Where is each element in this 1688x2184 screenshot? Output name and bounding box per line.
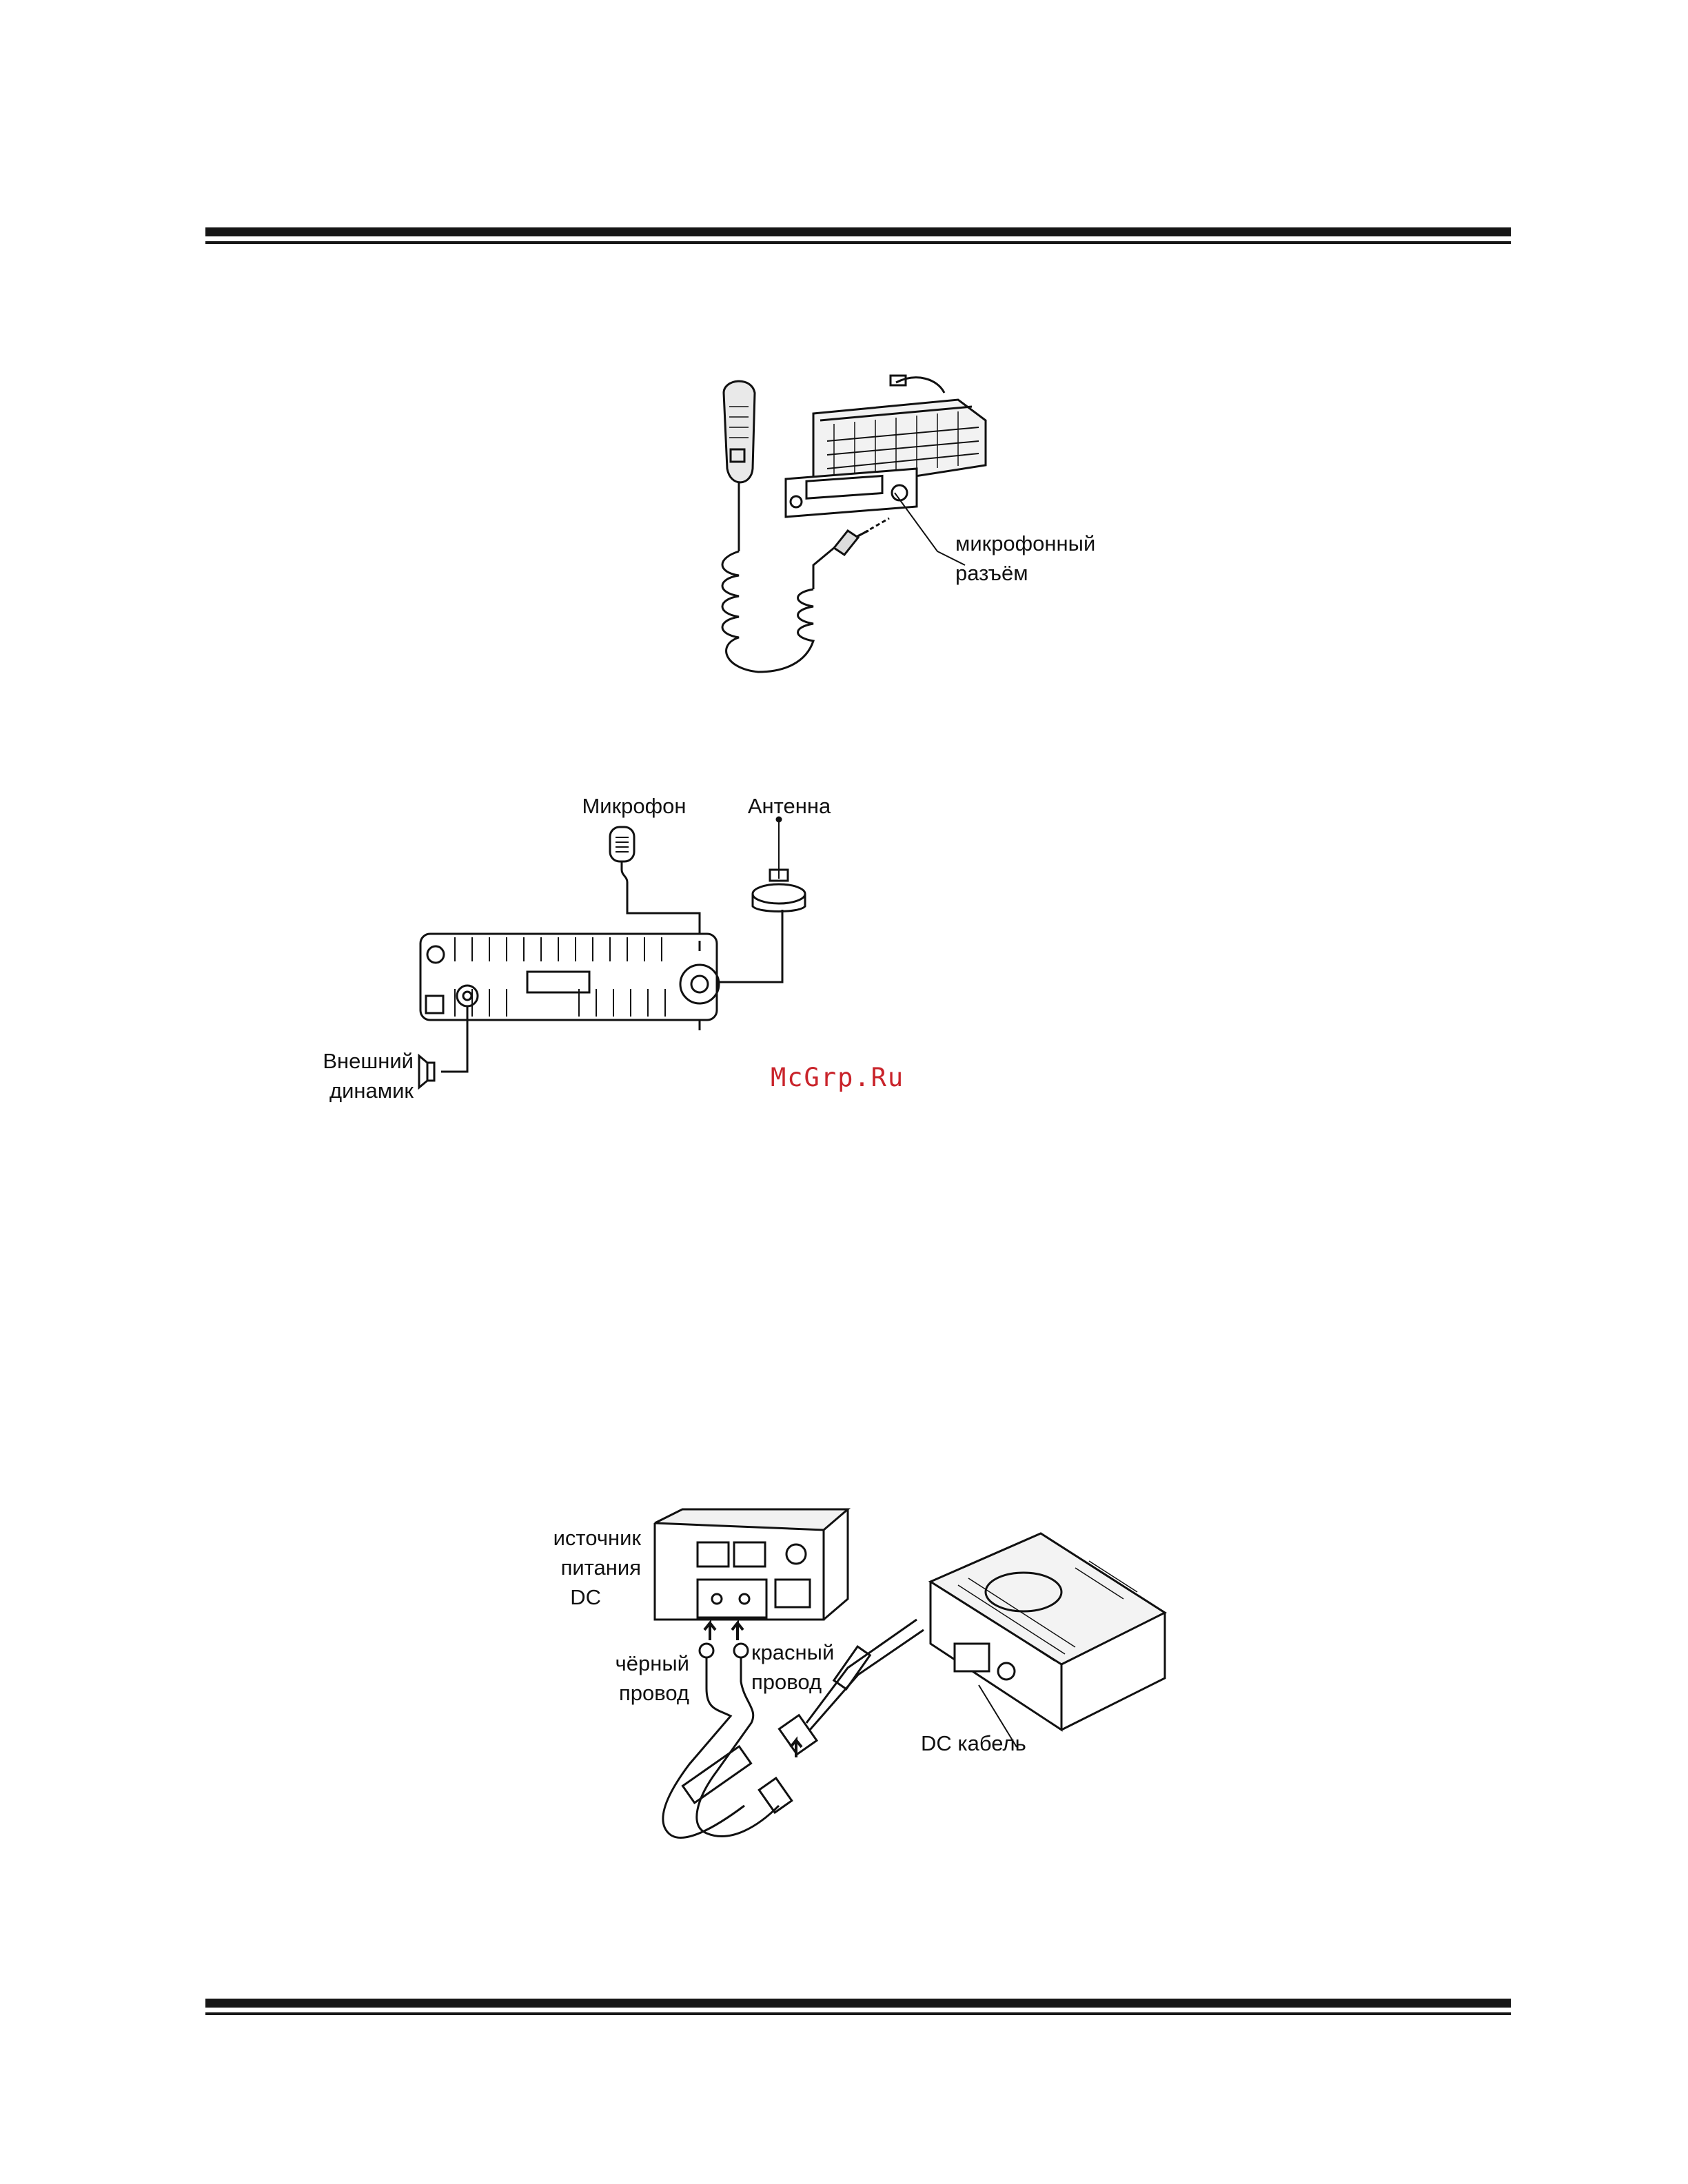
header-rule-thin [205,241,1511,244]
radio-front-panel [420,934,717,1020]
figure-power-connection [641,1502,1192,1916]
label-black-wire-line1: чёрный [593,1649,689,1678]
label-antenna: Антенна [731,791,848,821]
label-external-speaker-line2: динамик [296,1076,414,1105]
label-microphone-connector-line2: разъём [955,558,1095,588]
footer-rule-thin [205,2012,1511,2015]
label-dc-cable: DC кабель [921,1728,1026,1758]
label-external-speaker-line1: Внешний [296,1046,414,1076]
label-power-supply-line3: DC [482,1582,641,1612]
label-red-wire-line2: провод [751,1667,834,1697]
speaker-icon [427,1063,434,1081]
label-external-speaker: Внешний динамик [296,1046,414,1105]
label-power-supply: источник питания DC [482,1523,641,1612]
label-black-wire-line2: провод [593,1678,689,1708]
watermark: McGrp.Ru [771,1063,904,1092]
label-microphone-connector-line1: микрофонный [955,529,1095,558]
microphone-radio-illustration [710,365,1151,689]
power-connection-illustration [641,1502,1192,1916]
label-power-supply-line1: источник [482,1523,641,1553]
label-microphone: Микрофон [565,791,703,821]
header-rule-thick [205,227,1511,236]
label-black-wire: чёрный провод [593,1649,689,1708]
power-supply-icon [655,1509,848,1530]
label-power-supply-line2: питания [482,1553,641,1582]
footer-rule-thick [205,1999,1511,2008]
label-microphone-connector: микрофонный разъём [955,529,1095,588]
microphone-icon [610,827,634,861]
figure-microphone-connection [710,365,1151,689]
label-red-wire: красный провод [751,1637,834,1697]
label-red-wire-line1: красный [751,1637,834,1667]
